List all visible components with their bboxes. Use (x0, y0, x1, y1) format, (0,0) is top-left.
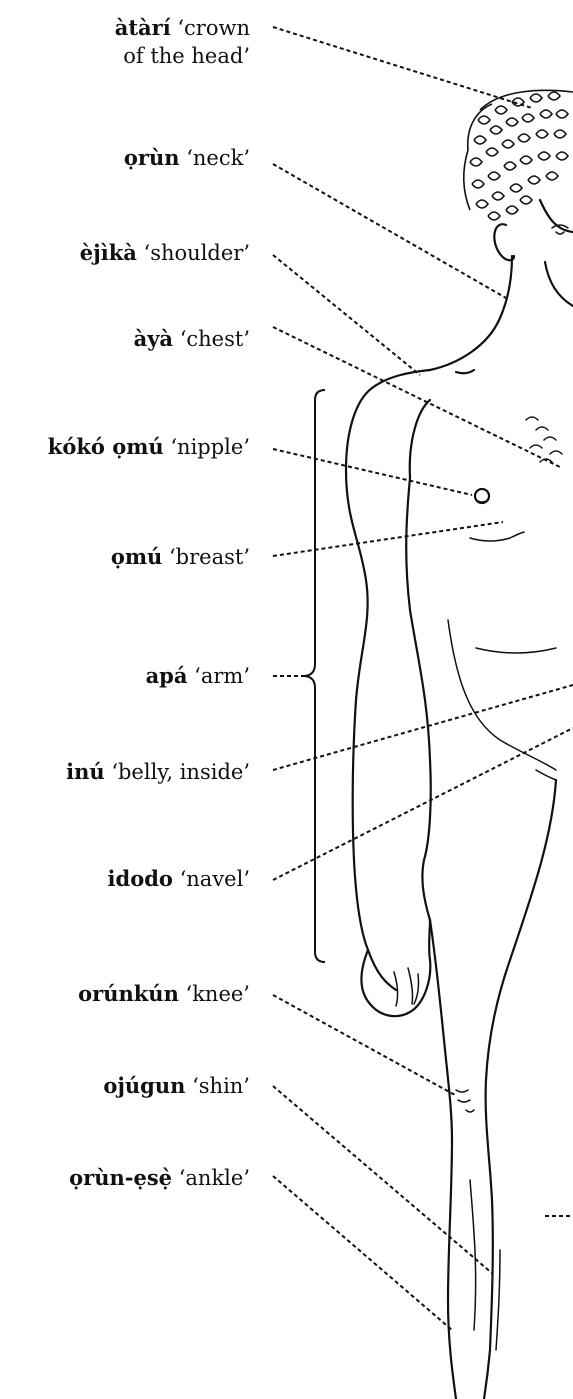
label-shin: ojúgun ‘shin’ (103, 1072, 250, 1100)
leader-neck (273, 164, 506, 298)
term-arm: apá (146, 663, 188, 688)
human-figure (346, 90, 573, 1399)
term-belly: inú (66, 759, 105, 784)
gloss-ankle: ‘ankle’ (179, 1166, 250, 1190)
term-navel: idodo (108, 866, 173, 891)
leg-inner (484, 780, 556, 1399)
label-ankle: ọrùn-ẹsẹ̀ ‘ankle’ (69, 1164, 250, 1192)
leader-breast (273, 522, 503, 556)
gloss-crown: ‘crown (177, 16, 250, 40)
term-crown: àtàrí (115, 15, 171, 40)
label-shoulder: èjìkà ‘shoulder’ (80, 239, 250, 267)
leader-shoulder (273, 255, 420, 375)
term-neck: ọrùn (124, 145, 180, 170)
leader-nipple (273, 449, 472, 495)
gloss-knee: ‘knee’ (186, 982, 250, 1006)
term-chest: àyà (134, 326, 173, 351)
gloss-arm: ‘arm’ (194, 664, 250, 688)
leader-knee (273, 995, 455, 1095)
knee-marks (456, 1090, 474, 1112)
term-shin: ojúgun (103, 1073, 185, 1098)
gloss-shoulder: ‘shoulder’ (144, 241, 250, 265)
hand (362, 920, 431, 1016)
arm-bracket (303, 390, 325, 962)
gloss-chest: ‘chest’ (180, 327, 250, 351)
gloss-shin: ‘shin’ (192, 1074, 250, 1098)
hair (464, 90, 573, 220)
label-nipple: kókó ọmú ‘nipple’ (48, 433, 250, 461)
gloss-breast: ‘breast’ (169, 545, 250, 569)
gloss-belly: ‘belly, inside’ (111, 760, 250, 784)
label-crown: àtàrí ‘crown of the head’ (115, 14, 250, 70)
chest-hair (526, 417, 562, 462)
arm-inner (406, 478, 431, 920)
leader-navel (273, 728, 573, 880)
leg-outer (430, 920, 456, 1399)
torso-side (410, 400, 430, 478)
gloss-crown-line2: of the head’ (115, 42, 250, 70)
gloss-nipple: ‘nipple’ (170, 435, 250, 459)
label-belly: inú ‘belly, inside’ (66, 758, 250, 786)
neck-right (545, 262, 573, 306)
waist-line (448, 620, 556, 770)
leader-belly (273, 685, 573, 770)
term-breast: ọmú (111, 544, 163, 569)
collar (456, 370, 474, 373)
leader-ankle (273, 1176, 452, 1330)
term-knee: orúnkún (78, 981, 179, 1006)
label-breast: ọmú ‘breast’ (111, 543, 250, 571)
arm-outer (346, 388, 396, 990)
term-shoulder: èjìkà (80, 240, 137, 265)
label-arm: apá ‘arm’ (146, 662, 250, 690)
neck-left (430, 256, 512, 370)
leader-chest (273, 327, 562, 468)
pec-line (470, 532, 524, 541)
term-nipple: kókó ọmú (48, 434, 164, 459)
leader-lines (273, 27, 573, 1330)
ear (494, 224, 514, 260)
label-chest: àyà ‘chest’ (134, 325, 250, 353)
leader-shin (273, 1086, 493, 1274)
leader-crown (273, 27, 532, 108)
label-neck: ọrùn ‘neck’ (124, 144, 250, 172)
gloss-navel: ‘navel’ (180, 867, 250, 891)
term-ankle: ọrùn-ẹsẹ̀ (69, 1165, 172, 1190)
gloss-neck: ‘neck’ (186, 146, 250, 170)
abs-line (476, 648, 556, 653)
label-navel: idodo ‘navel’ (108, 865, 250, 893)
label-knee: orúnkún ‘knee’ (78, 980, 250, 1008)
